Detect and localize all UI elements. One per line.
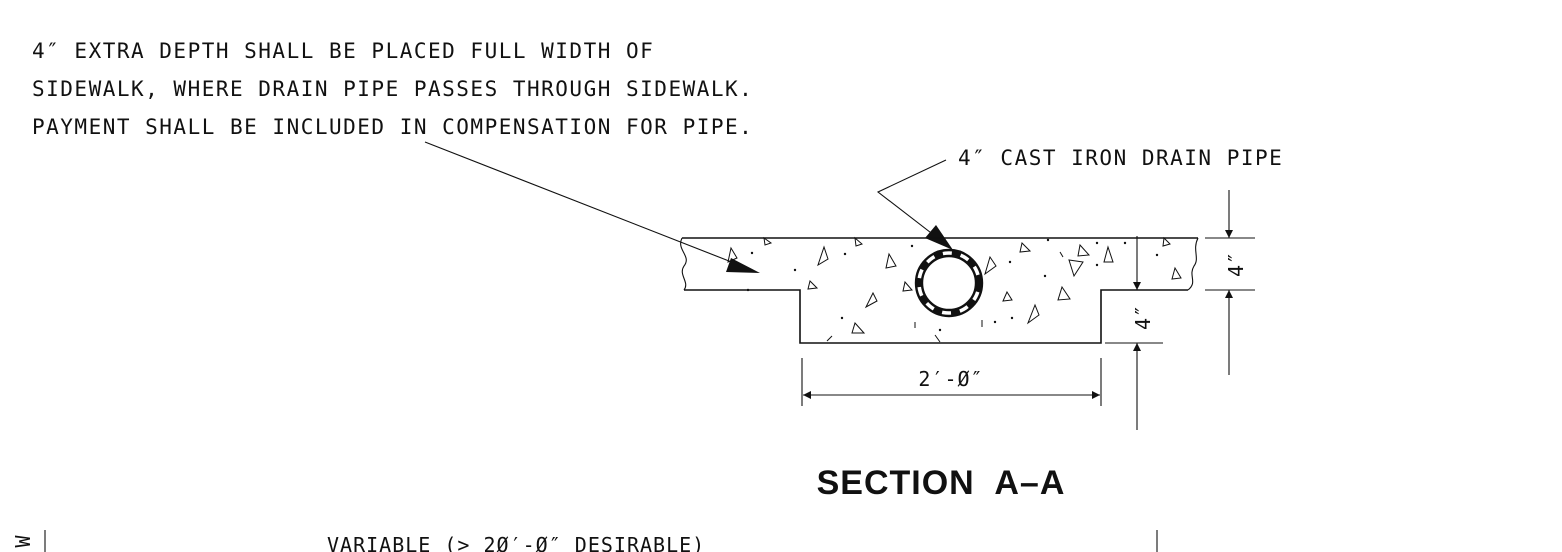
note-line-1: 4″ EXTRA DEPTH SHALL BE PLACED FULL WIDT… bbox=[32, 39, 654, 63]
sidewalk-slab bbox=[680, 237, 1199, 344]
pipe-leader bbox=[876, 159, 953, 250]
extra-depth-label: 4″ bbox=[1131, 304, 1155, 330]
trench-width-dimension bbox=[801, 358, 1102, 406]
trench-width-label: 2′-Ø″ bbox=[918, 367, 983, 391]
slab-thickness-label: 4″ bbox=[1224, 251, 1248, 277]
pipe-label: 4″ CAST IRON DRAIN PIPE bbox=[958, 146, 1283, 170]
drain-pipe bbox=[914, 248, 984, 318]
note-line-3: PAYMENT SHALL BE INCLUDED IN COMPENSATIO… bbox=[32, 115, 753, 139]
section-title: SECTION A–A bbox=[817, 464, 1066, 502]
note-leader bbox=[424, 141, 760, 273]
note-line-2: SIDEWALK, WHERE DRAIN PIPE PASSES THROUG… bbox=[32, 77, 753, 101]
concrete-hatch bbox=[727, 236, 1182, 343]
slab-thickness-dimension bbox=[1205, 190, 1255, 375]
width-mark: W bbox=[11, 534, 35, 547]
variable-width-label: VARIABLE (> 2Ø′-Ø″ DESIRABLE) bbox=[327, 533, 705, 552]
extra-depth-dimension bbox=[1105, 236, 1163, 430]
